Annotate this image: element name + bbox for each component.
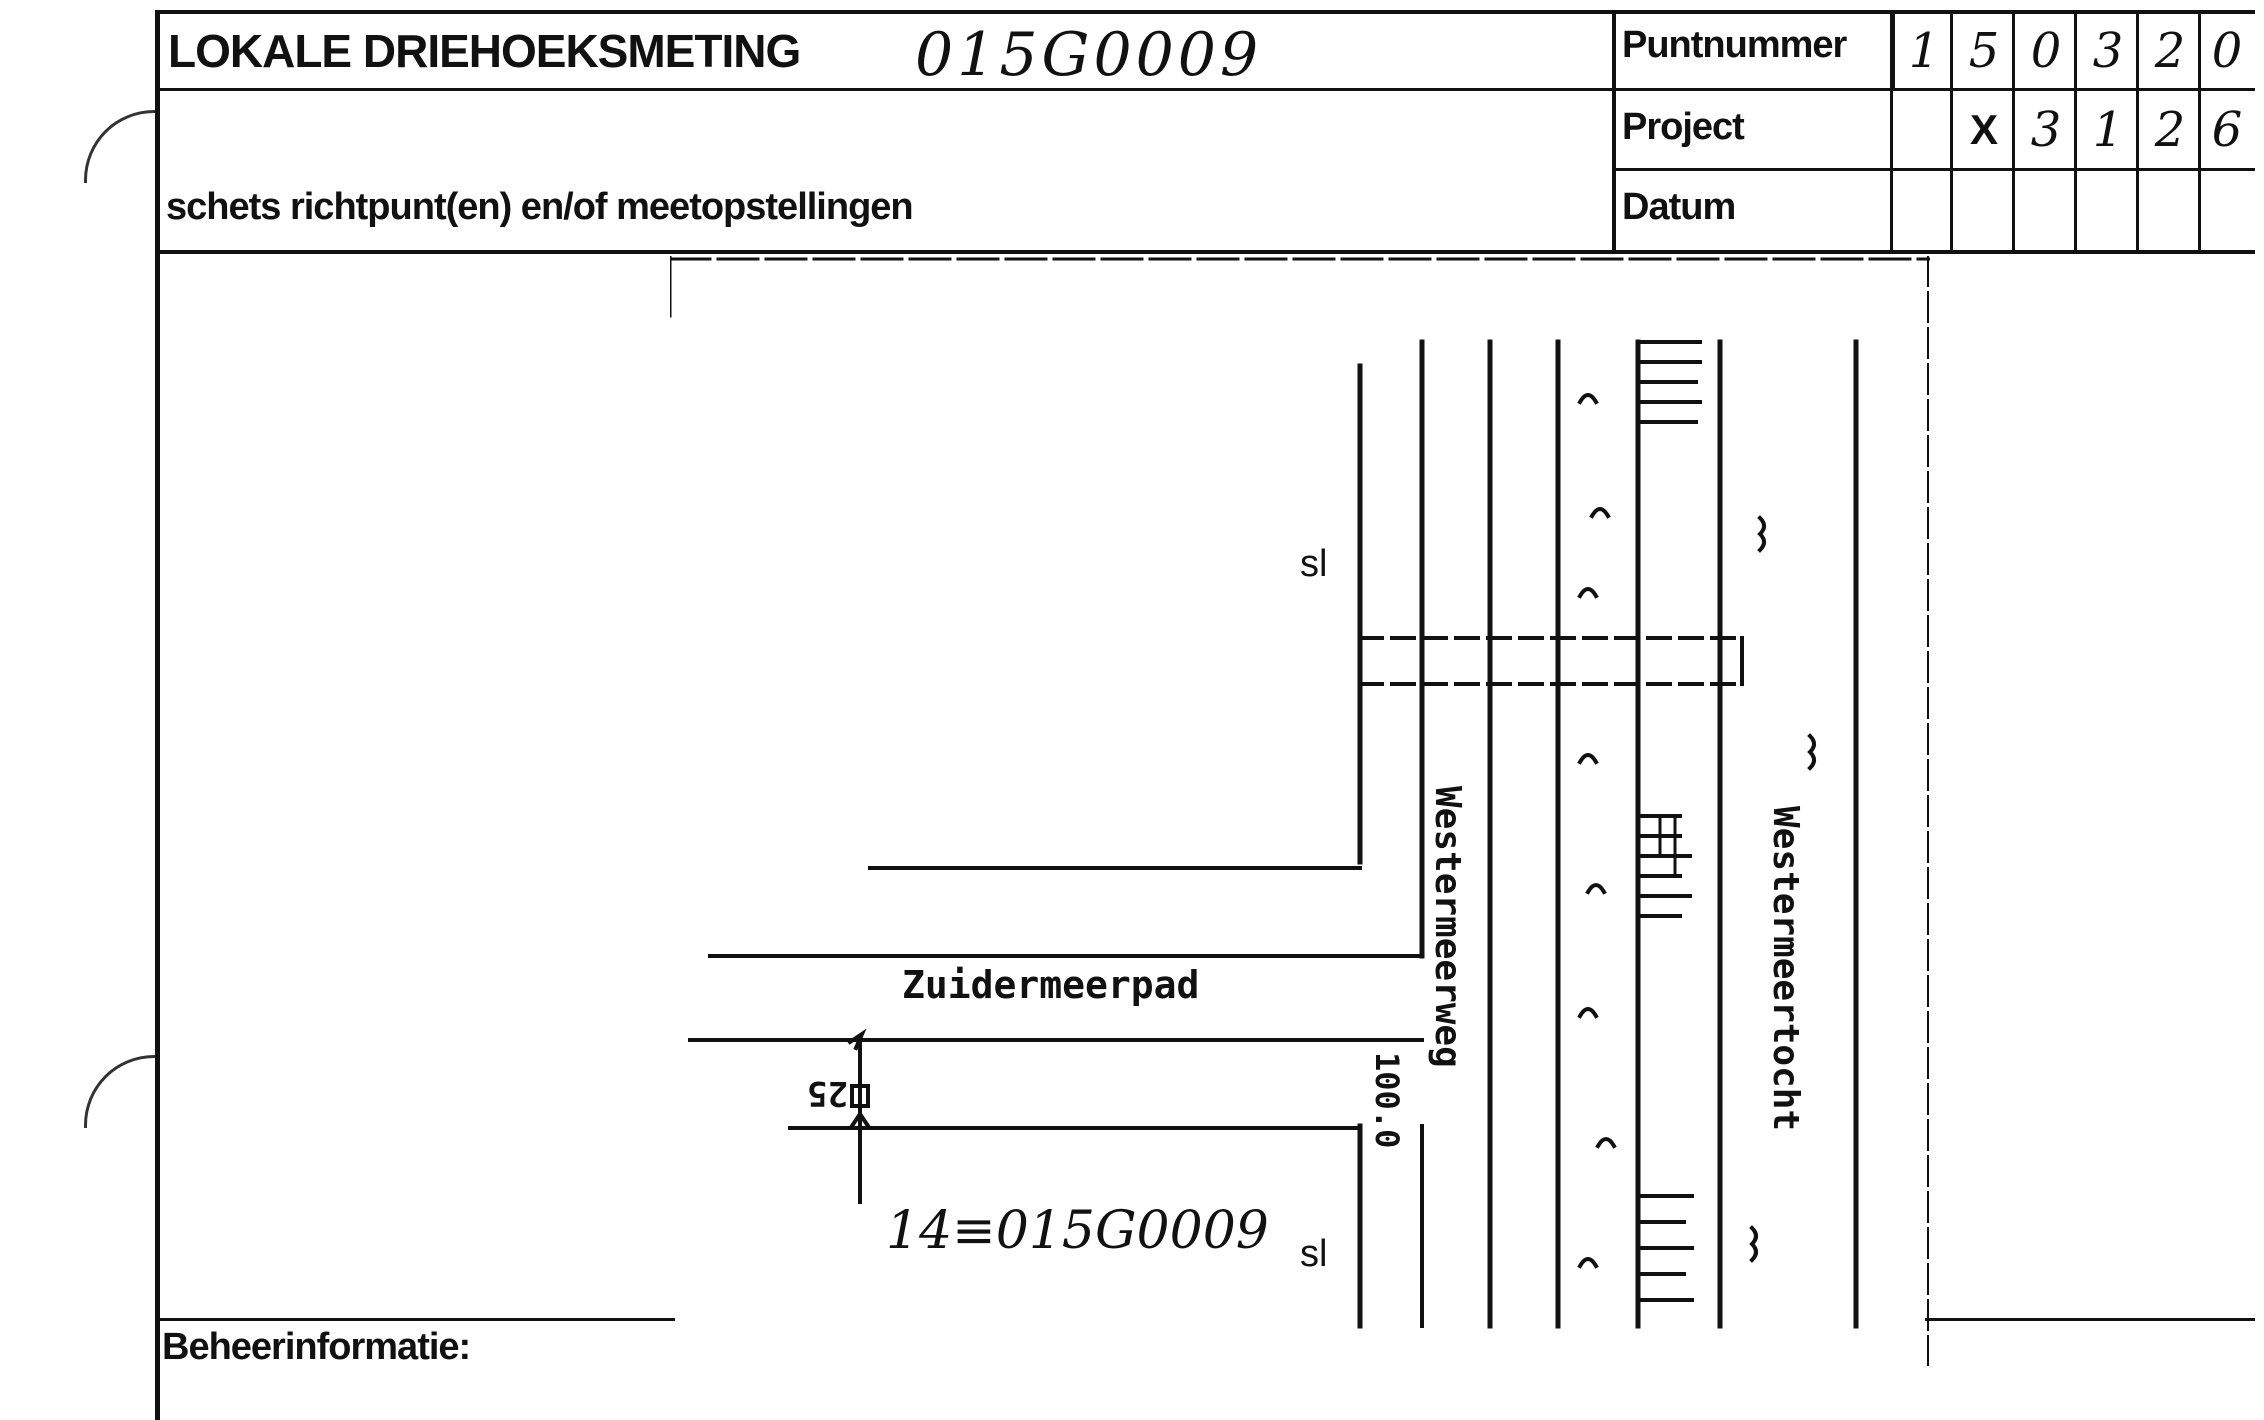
header-rule-bottom [155,250,2255,254]
point-25-label: 25 [807,1073,848,1113]
beheerinformatie-label: Beheerinformatie: [162,1326,471,1368]
puntnummer-digit-1[interactable]: 1 [1908,23,1940,79]
project-label: Project [1622,106,1745,148]
project-digit-2[interactable]: X [1969,106,1998,153]
datum-digit-4[interactable] [2077,171,2139,249]
puntnummer-label: Puntnummer [1622,24,1847,66]
field-rule-2 [1612,168,2255,171]
field-col-6 [2198,10,2201,254]
datum-label: Datum [1622,186,1736,228]
project-digit-3[interactable]: 3 [2030,102,2062,158]
binder-hole-bottom [84,1055,157,1128]
street-label-westermeerweg: Westermeerweg [1427,786,1468,1068]
field-col-5 [2136,10,2139,254]
puntnummer-digit-2[interactable]: 5 [1968,23,2000,79]
datum-digit-3[interactable] [2015,171,2077,249]
field-rule-1 [1612,88,2255,91]
datum-digit-5[interactable] [2139,171,2201,249]
field-col-1 [1890,10,1893,254]
puntnummer-digit-6[interactable]: 0 [2211,23,2243,79]
form-subtitle: schets richtpunt(en) en/of meetopstellin… [166,186,914,228]
field-col-4 [2074,10,2077,254]
form-title: LOKALE DRIEHOEKSMETING [168,25,801,77]
location-sketch: Zuidermeerpad Westermeerweg Westermeerto… [670,256,1930,1366]
footer-rule [155,1318,675,1321]
measure-100-label: 100.0 [1368,1052,1406,1148]
sl-label-bottom: sl [1300,1233,1327,1275]
sl-label-top: sl [1300,543,1327,585]
field-col-0 [1892,10,1895,90]
datum-digit-6[interactable] [2196,171,2258,249]
header-divider [1612,10,1616,254]
footer-rule-right [1925,1318,2255,1321]
puntnummer-digit-5[interactable]: 2 [2154,23,2186,79]
binder-hole-top [84,110,157,183]
project-digit-6[interactable]: 6 [2211,102,2243,158]
field-col-3 [2012,10,2015,254]
puntnummer-digit-4[interactable]: 3 [2092,23,2124,79]
form-frame [155,10,2255,1420]
handwritten-point-code: 015G0009 [915,20,1263,90]
datum-digit-1[interactable] [1893,171,1955,249]
project-digit-4[interactable]: 1 [2092,102,2124,158]
datum-digit-2[interactable] [1953,171,2015,249]
street-label-zuidermeerpad: Zuidermeerpad [902,963,1199,1007]
project-digit-5[interactable]: 2 [2154,102,2186,158]
header-rule-1 [155,88,1615,91]
point-equation-label: 14≡015G0009 [886,1201,1269,1261]
puntnummer-digit-3[interactable]: 0 [2030,23,2062,79]
street-label-westermeertocht: Westermeertocht [1765,806,1806,1131]
project-digit-1[interactable] [1893,91,1955,169]
field-col-2 [1950,10,1953,254]
